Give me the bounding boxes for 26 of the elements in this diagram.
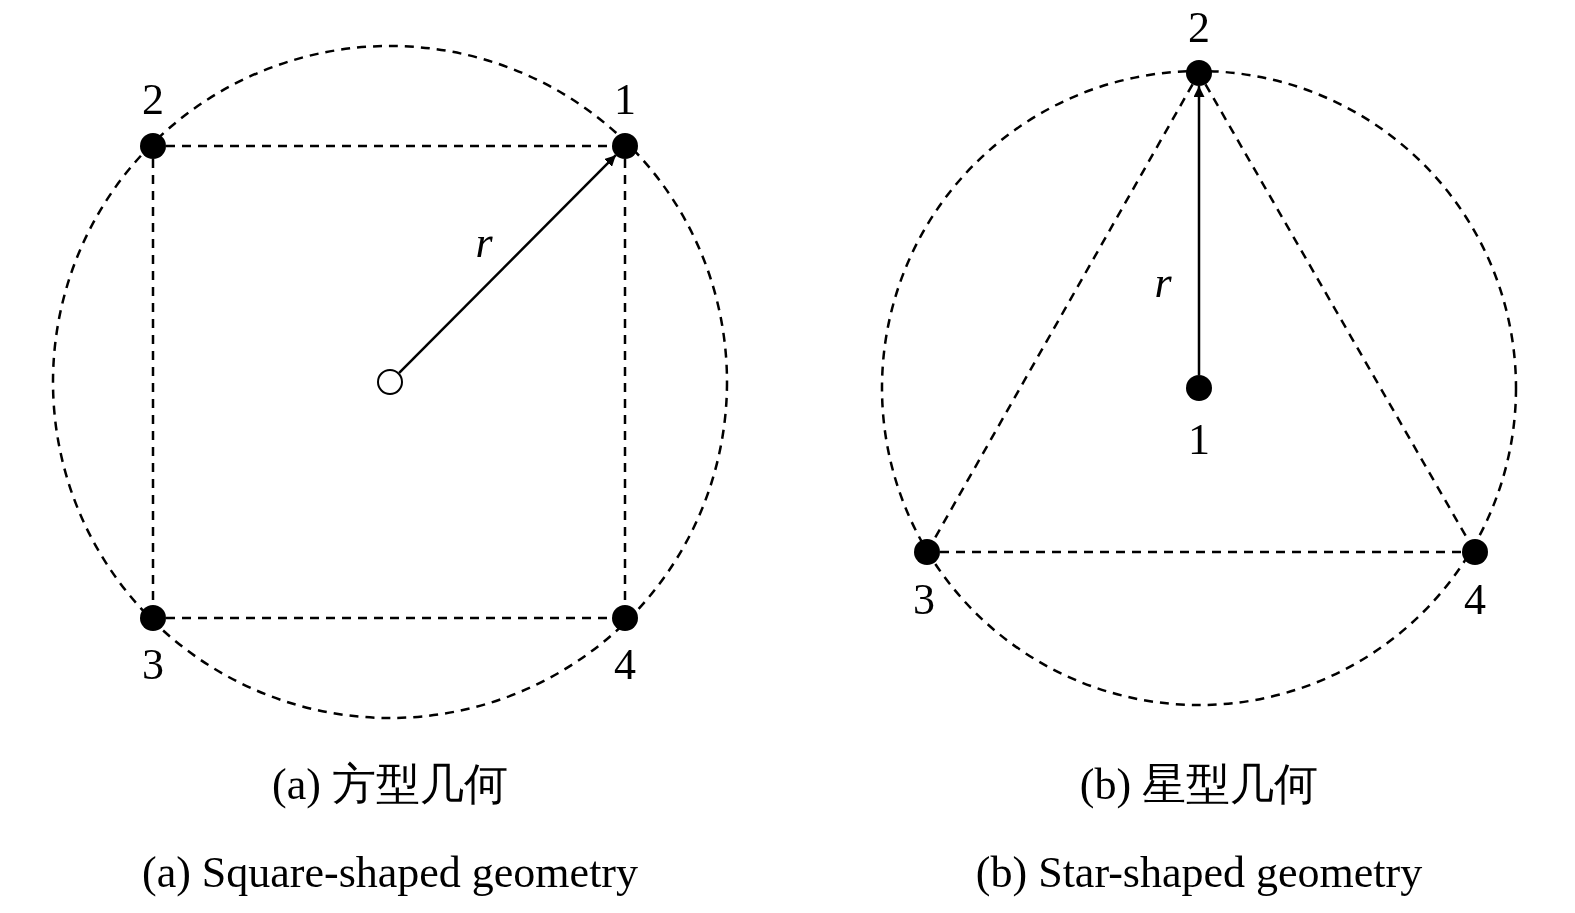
caption: (a) 方型几何 xyxy=(272,763,508,807)
point-number: 3 xyxy=(913,578,935,622)
point-number: 2 xyxy=(142,78,164,122)
caption: (b) 星型几何 xyxy=(1079,763,1319,807)
point-marker xyxy=(612,133,638,159)
arrow xyxy=(1193,86,1205,375)
point-number: 1 xyxy=(614,78,636,122)
caption: (a) Square-shaped geometry xyxy=(142,851,638,895)
point-number: 4 xyxy=(614,643,636,687)
point-number: 3 xyxy=(142,643,164,687)
point-marker xyxy=(140,133,166,159)
dashed-line xyxy=(940,550,1462,554)
edge-label: r xyxy=(1154,261,1172,305)
point-number: 1 xyxy=(1188,418,1210,462)
center-point xyxy=(377,369,403,395)
point-number: 4 xyxy=(1464,578,1486,622)
point-marker xyxy=(914,539,940,565)
point-marker xyxy=(612,605,638,631)
point-marker xyxy=(1186,375,1212,401)
point-marker xyxy=(1186,60,1212,86)
point-number: 2 xyxy=(1188,6,1210,50)
point-marker xyxy=(140,605,166,631)
point-marker xyxy=(1462,539,1488,565)
arrow xyxy=(398,154,617,374)
caption: (b) Star-shaped geometry xyxy=(975,851,1423,895)
edge-label: r xyxy=(475,221,493,265)
